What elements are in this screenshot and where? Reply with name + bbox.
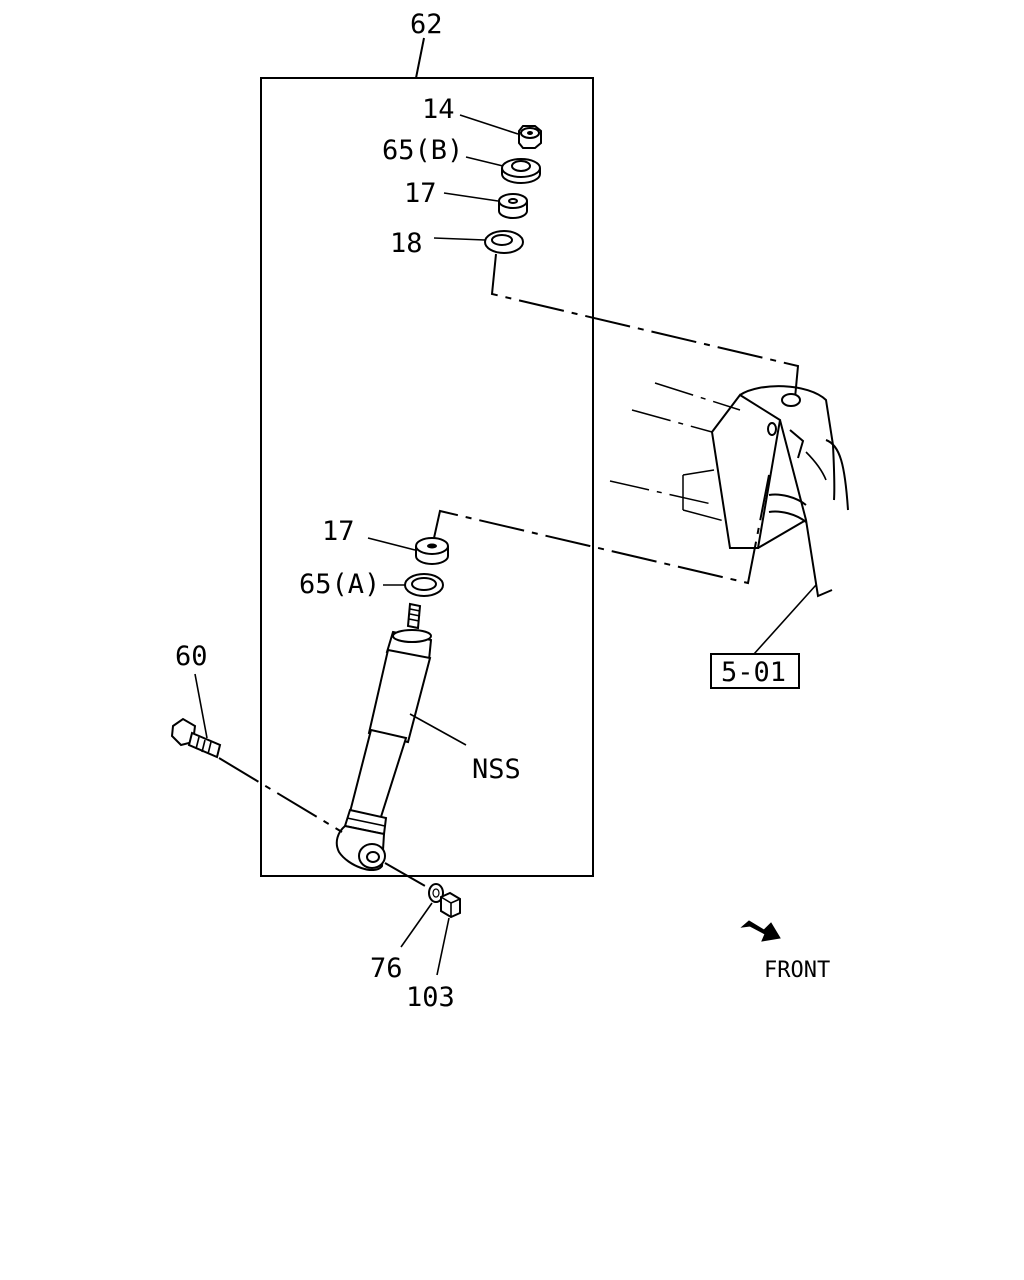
part-lock-washer[interactable] [428,883,444,903]
callout-65b[interactable]: 65(B) [382,135,463,166]
assembly-path-upper [490,253,800,399]
part-washer-a[interactable] [404,573,444,597]
callout-103[interactable]: 103 [406,982,455,1013]
callout-18[interactable]: 18 [390,228,423,259]
frame-bracket-drawing [609,382,849,598]
callout-14[interactable]: 14 [422,94,455,125]
part-nut-top[interactable] [518,125,542,149]
part-bolt[interactable] [170,717,222,759]
callout-60[interactable]: 60 [175,641,208,672]
frame-reference-leader [753,584,817,655]
frame-reference-label[interactable]: 5-01 [721,657,786,688]
front-direction-label: FRONT [764,958,830,983]
part-bushing-lower[interactable] [415,537,449,565]
callout-65a[interactable]: 65(A) [299,569,380,600]
kit-leader-line [415,37,425,79]
callout-76[interactable]: 76 [370,953,403,984]
frame-reference-box [710,653,800,689]
assembly-path-bolt [218,757,343,833]
kit-boundary-box [260,77,594,877]
front-arrow-icon [740,920,781,942]
part-washer-b[interactable] [501,158,541,184]
assembly-path-nut [384,862,433,891]
callout-17-upper[interactable]: 17 [404,178,437,209]
part-nut-bottom[interactable] [440,891,461,919]
callout-62[interactable]: 62 [410,9,443,40]
callout-17-lower[interactable]: 17 [322,516,355,547]
part-retainer[interactable] [484,230,524,254]
callout-nss[interactable]: NSS [472,754,521,785]
part-shock-absorber[interactable] [335,602,433,871]
part-bushing-upper[interactable] [498,193,528,219]
assembly-path-lower [433,469,771,585]
